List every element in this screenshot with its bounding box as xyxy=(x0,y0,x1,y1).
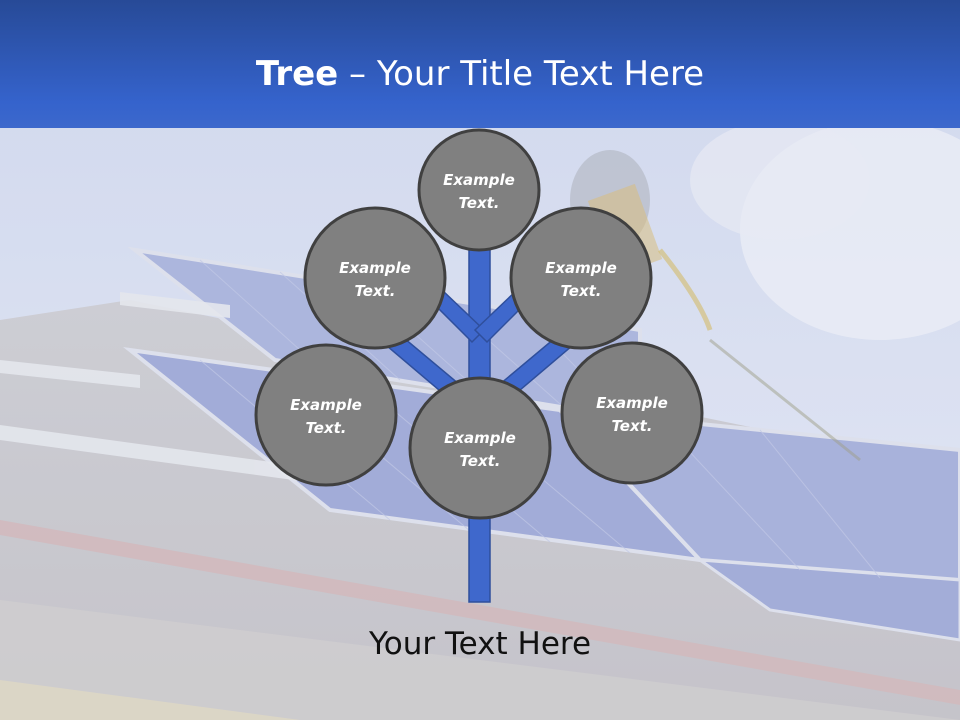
tree-node: Example Text. xyxy=(408,376,552,520)
node-label: Text. xyxy=(458,194,499,212)
node-label: Example xyxy=(545,259,617,277)
tree-node: Example Text. xyxy=(254,343,398,487)
node-label: Example xyxy=(443,171,515,189)
node-label: Text. xyxy=(459,452,500,470)
node-label: Example xyxy=(444,429,516,447)
node-label: Text. xyxy=(560,282,601,300)
tree-node: Example Text. xyxy=(303,206,447,350)
title-rest: – Your Title Text Here xyxy=(338,54,705,94)
node-label: Text. xyxy=(305,419,346,437)
slide-title: Tree – Your Title Text Here xyxy=(0,52,960,96)
title-bold: Tree xyxy=(255,54,339,94)
tree-node: Example Text. xyxy=(417,128,541,252)
node-label: Text. xyxy=(611,417,652,435)
caption-text: Your Text Here xyxy=(368,626,592,662)
node-label: Text. xyxy=(354,282,395,300)
node-label: Example xyxy=(339,259,411,277)
tree-node: Example Text. xyxy=(509,206,653,350)
tree-node: Example Text. xyxy=(560,341,704,485)
node-label: Example xyxy=(596,394,668,412)
node-label: Example xyxy=(290,396,362,414)
title-bar xyxy=(0,0,960,128)
